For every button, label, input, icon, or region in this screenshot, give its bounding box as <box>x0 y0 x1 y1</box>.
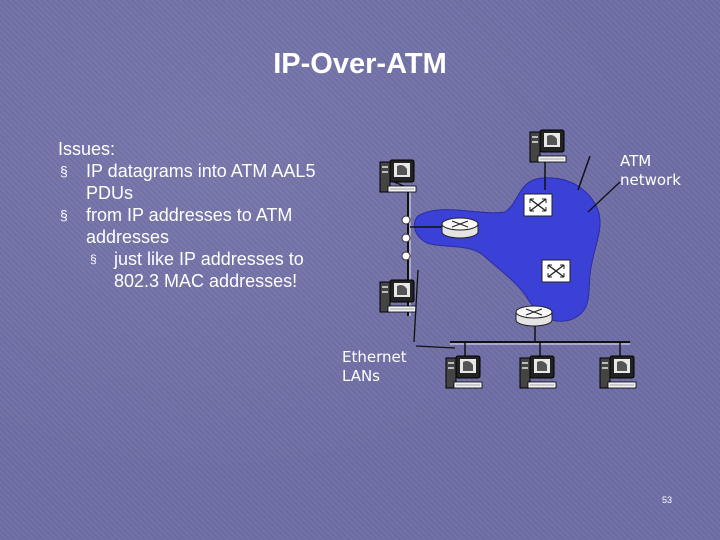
page-number: 53 <box>662 495 673 505</box>
issues-list: Issues: § IP datagrams into ATM AAL5 PDU… <box>58 138 348 292</box>
issues-heading: Issues: <box>58 139 116 159</box>
ip-over-atm-diagram: ATM network Ethernet LANs <box>330 120 720 410</box>
sub-bullet-item: § just like IP addresses to 802.3 MAC ad… <box>58 248 348 292</box>
atm-network-label: ATM network <box>620 152 681 189</box>
host-computer-icon <box>379 159 417 193</box>
atm-network-callout <box>587 181 621 213</box>
router-icon <box>441 217 479 239</box>
atm-network-cloud <box>414 177 601 322</box>
router-icon <box>515 305 553 327</box>
bullet-marker-icon: § <box>90 252 97 266</box>
sub-bullet-text: just like IP addresses to 802.3 MAC addr… <box>114 249 304 291</box>
host-computer-icon <box>445 355 483 389</box>
slide-title: IP-Over-ATM <box>273 48 447 80</box>
host-computer-icon <box>529 129 567 163</box>
bullet-item: § IP datagrams into ATM AAL5 PDUs <box>58 160 348 204</box>
bullet-text: from IP addresses to ATM addresses <box>86 205 293 247</box>
host-computer-icon <box>379 279 417 313</box>
atm-switch-icon <box>523 193 553 217</box>
host-computer-icon <box>599 355 637 389</box>
ethernet-lans-label: Ethernet LANs <box>342 348 407 385</box>
bullet-text: IP datagrams into ATM AAL5 PDUs <box>86 161 316 203</box>
bullet-item: § from IP addresses to ATM addresses <box>58 204 348 248</box>
atm-switch-icon <box>541 259 571 283</box>
ethernet-lans-callout <box>413 269 419 343</box>
bullet-marker-icon: § <box>60 163 68 179</box>
host-computer-icon <box>519 355 557 389</box>
bullet-marker-icon: § <box>60 207 68 223</box>
